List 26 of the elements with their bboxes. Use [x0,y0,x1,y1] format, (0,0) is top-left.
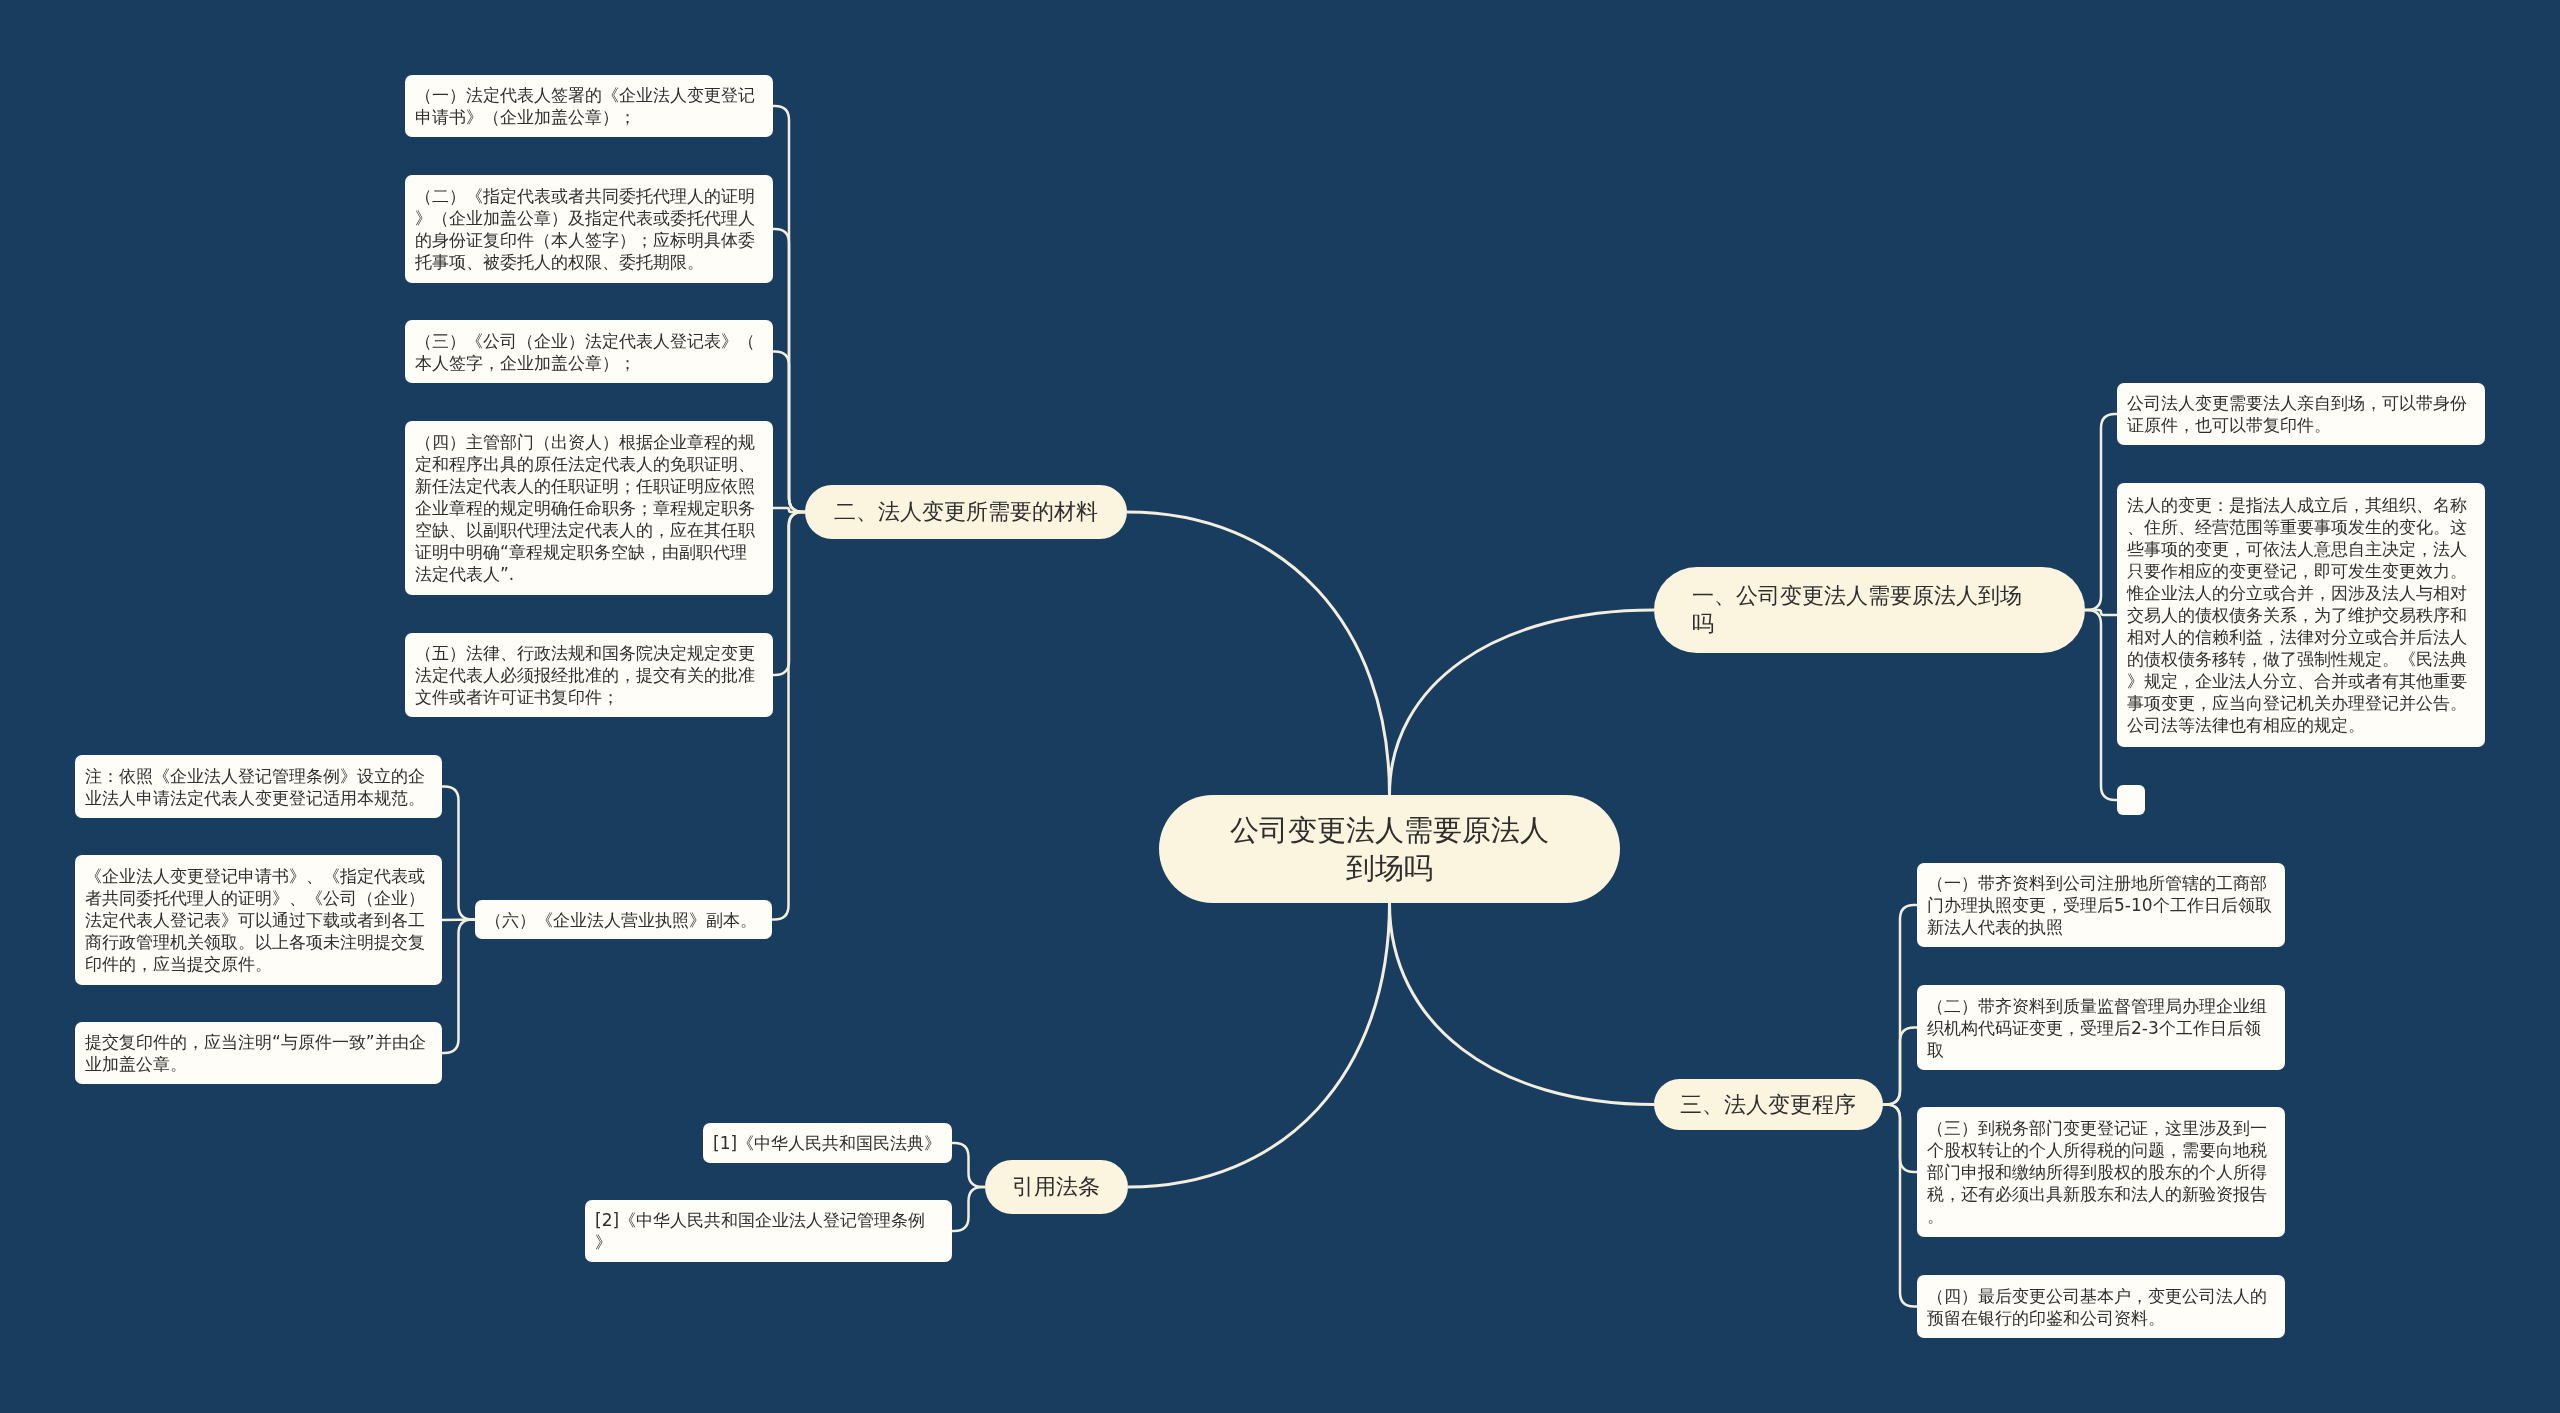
text-card: （四）最后变更公司基本户，变更公司法人的预留在银行的印鉴和公司资料。 [1917,1275,2285,1338]
text-card: [2]《中华人民共和国企业法人登记管理条例》 [585,1200,952,1262]
text-card: 公司法人变更需要法人亲自到场，可以带身份证原件，也可以带复印件。 [2117,383,2485,445]
topic-pill: 一、公司变更法人需要原法人到场吗 [1654,567,2085,653]
central-topic: 公司变更法人需要原法人到场吗 [1159,795,1620,903]
text-card: 提交复印件的，应当注明“与原件一致”并由企业加盖公章。 [75,1022,442,1084]
text-card: （一）带齐资料到公司注册地所管辖的工商部门办理执照变更，受理后5-10个工作日后领取新法人代表的执照 [1917,863,2285,947]
topic-pill: 三、法人变更程序 [1654,1079,1883,1130]
text-card: 注：依照《企业法人登记管理条例》设立的企业法人申请法定代表人变更登记适用本规范。 [75,755,442,818]
text-card: （一）法定代表人签署的《企业法人变更登记申请书》（企业加盖公章）； [405,75,773,137]
topic-pill: 引用法条 [985,1160,1128,1214]
text-card: （五）法律、行政法规和国务院决定规定变更法定代表人必须报经批准的，提交有关的批准文件或者许可证书复印件； [405,633,773,717]
text-card: （四）主管部门（出资人）根据企业章程的规定和程序出具的原任法定代表人的免职证明、新任法定代表人的任职证明；任职证明应依照企业章程的规定明确任命职务；章程规定职务空缺、以副职代理法定代表人的，应在其任职证明中明确“章程规定职务空缺，由副职代理法定代表人”. [405,421,773,595]
topic-pill: 二、法人变更所需要的材料 [805,485,1127,539]
text-card: 《企业法人变更登记申请书》、《指定代表或者共同委托代理人的证明》、《公司（企业）法定代表人登记表》可以通过下载或者到各工商行政管理机关领取。以上各项未注明提交复印件的，应当提交原件。 [75,855,442,985]
connector-line [1126,510,1391,796]
text-card: （三）《公司（企业）法定代表人登记表》（本人签字，企业加盖公章）； [405,320,773,383]
text-card: [1]《中华人民共和国民法典》 [703,1123,952,1163]
connector-line [1127,902,1391,1189]
text-card: （二）《指定代表或者共同委托代理人的证明》（企业加盖公章）及指定代表或委托代理人的身份证复印件（本人签字）；应标明具体委托事项、被委托人的权限、委托期限。 [405,175,773,283]
empty-box [2117,785,2145,815]
text-card: 法人的变更：是指法人成立后，其组织、名称、住所、经营范围等重要事项发生的变化。这些事项的变更，可依法人意思自主决定，法人只要作相应的变更登记，即可发生变更效力。惟企业法人的分立或合并，因涉及法人与相对交易人的债权债务关系，为了维护交易秩序和相对人的信赖利益，法律对分立或合并后法人的债权债务移转，做了强制性规定。《民法典》规定，企业法人分立、合并或者有其他重要事项变更，应当向登记机关办理登记并公告。公司法等法律也有相应的规定。 [2117,483,2485,747]
text-card: （六）《企业法人营业执照》副本。 [475,900,772,939]
connector-line [952,1185,985,1233]
text-card: （二）带齐资料到质量监督管理局办理企业组织机构代码证变更，受理后2-3个工作日后领取 [1917,985,2285,1070]
text-card: （三）到税务部门变更登记证，这里涉及到一个股权转让的个人所得税的问题，需要向地税部门申报和缴纳所得到股权的股东的个人所得税，还有必须出具新股东和法人的新验资报告。 [1917,1107,2285,1237]
